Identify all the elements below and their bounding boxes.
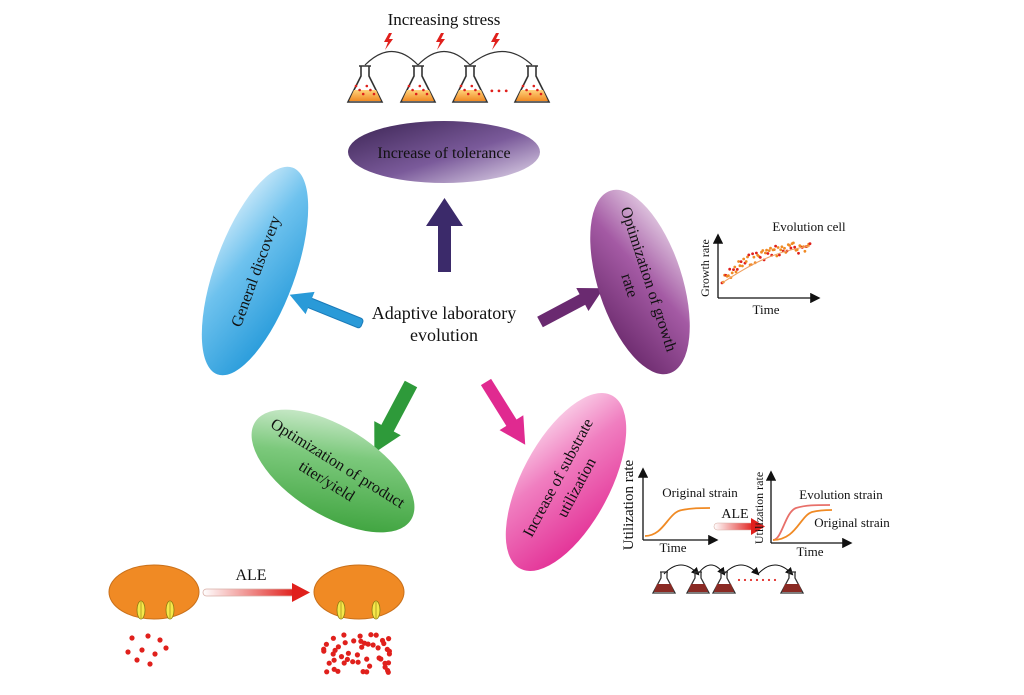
util-chart-right: Evolution strain Original strain Time Ut… <box>752 470 890 559</box>
arrow-up <box>426 198 463 272</box>
flask-row-bottom <box>651 571 805 594</box>
flask-icon <box>513 65 551 103</box>
growth-label-line2: rate <box>617 272 641 300</box>
arrow-down-right <box>480 378 526 445</box>
transporter-icon <box>336 600 381 620</box>
util-curve-evolved <box>772 504 831 541</box>
growth-chart-xlabel: Time <box>753 302 780 317</box>
flask-row-dots: ······· <box>736 570 778 590</box>
flask-icon <box>399 65 437 103</box>
cell-after <box>313 564 405 620</box>
tolerance-label: Increase of tolerance <box>377 145 510 162</box>
growth-ellipse <box>590 189 690 375</box>
flask-icon <box>451 65 489 103</box>
arrow-left <box>289 291 364 329</box>
flask-icon <box>685 571 711 594</box>
util-right-ylabel: Utilization rate <box>752 472 766 544</box>
product-ellipse <box>251 409 415 533</box>
product-dots-before <box>125 633 169 667</box>
flask-icon <box>711 571 737 594</box>
cell-before <box>108 564 200 620</box>
util-right-series-original: Original strain <box>814 515 890 530</box>
util-right-series-evolved: Evolution strain <box>799 487 883 502</box>
growth-chart: Evolution cell Time Growth rate <box>698 219 846 317</box>
util-left-xlabel: Time <box>660 540 687 555</box>
util-left-ylabel: Utilization rate <box>621 459 637 550</box>
lightning-icon <box>384 33 500 50</box>
arrow-right <box>537 287 604 328</box>
growth-scatter <box>720 241 812 285</box>
tolerance-ellipse <box>348 121 540 183</box>
ale-arrow-bottom <box>202 583 310 602</box>
stress-label: Increasing stress <box>388 10 501 29</box>
ale-label-util: ALE <box>721 507 748 522</box>
growth-chart-ylabel: Growth rate <box>698 239 712 297</box>
util-curve-original-right <box>772 509 833 541</box>
transporter-icon <box>136 600 175 620</box>
util-curve-original-left <box>644 507 711 537</box>
product-dots-after <box>321 632 392 675</box>
flask-icon <box>346 65 384 103</box>
center-title-line1: Adaptive laboratory <box>372 303 516 323</box>
stress-arcs <box>364 51 533 66</box>
util-right-xlabel: Time <box>797 544 824 559</box>
substrate-ellipse <box>505 393 627 571</box>
flask-icon <box>779 571 805 594</box>
growth-chart-title: Evolution cell <box>772 219 846 234</box>
ale-label-bottom: ALE <box>235 567 266 584</box>
flask-row-top <box>346 65 551 103</box>
util-left-series-label: Original strain <box>662 485 738 500</box>
center-title-line2: evolution <box>410 325 478 345</box>
flask-dots: • • • <box>490 84 509 98</box>
util-chart-left: Original strain Time Utilization rate <box>621 459 738 555</box>
flask-icon <box>651 571 677 594</box>
ale-arrow-util <box>713 518 765 535</box>
discovery-ellipse <box>201 166 309 376</box>
arrow-down-left <box>374 380 418 453</box>
